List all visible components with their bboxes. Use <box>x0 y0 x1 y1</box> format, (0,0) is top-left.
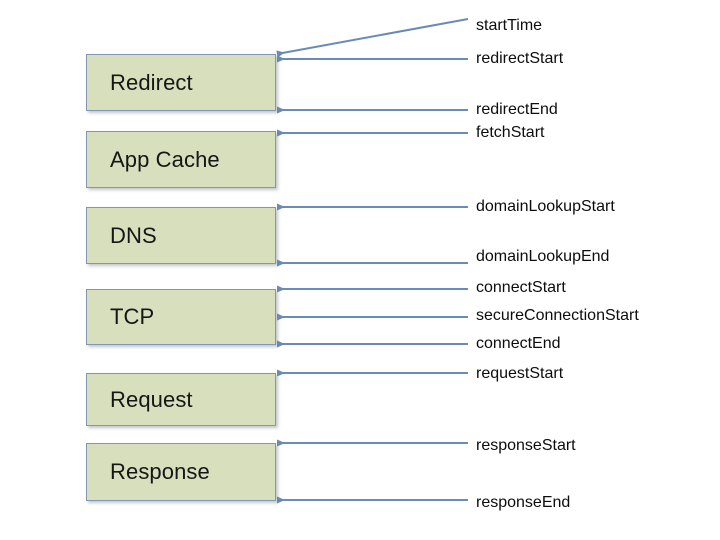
event-label-response-end: responseEnd <box>476 494 571 511</box>
event-label-response-start: responseStart <box>476 437 576 454</box>
event-label-redirect-end: redirectEnd <box>476 101 558 118</box>
arrow-group <box>276 18 469 504</box>
event-label-connect-start: connectStart <box>476 279 566 296</box>
phase-box-dns: DNS <box>86 207 276 264</box>
phase-label: Response <box>110 459 210 484</box>
event-label-domain-lookup-start: domainLookupStart <box>476 198 615 215</box>
phase-box-app cache: App Cache <box>86 131 276 188</box>
phase-box-tcp: TCP <box>86 289 276 345</box>
phase-label: DNS <box>110 222 157 248</box>
phase-label: Redirect <box>110 69 193 95</box>
event-label-fetch-start: fetchStart <box>476 124 545 141</box>
phase-label: Request <box>110 386 193 412</box>
phase-label: App Cache <box>110 146 220 172</box>
event-label-request-start: requestStart <box>476 365 564 382</box>
event-label-secure-connection-start: secureConnectionStart <box>476 307 639 324</box>
event-label-domain-lookup-end: domainLookupEnd <box>476 248 610 265</box>
phase-box-response: Response <box>86 443 276 501</box>
event-label-start-time: startTime <box>476 17 543 34</box>
event-label-connect-end: connectEnd <box>476 335 561 352</box>
phase-label: TCP <box>110 304 155 329</box>
arrow-start-time <box>276 18 469 58</box>
event-label-redirect-start: redirectStart <box>476 50 564 67</box>
phase-box-redirect: Redirect <box>86 54 276 111</box>
phase-box-request: Request <box>86 373 276 426</box>
